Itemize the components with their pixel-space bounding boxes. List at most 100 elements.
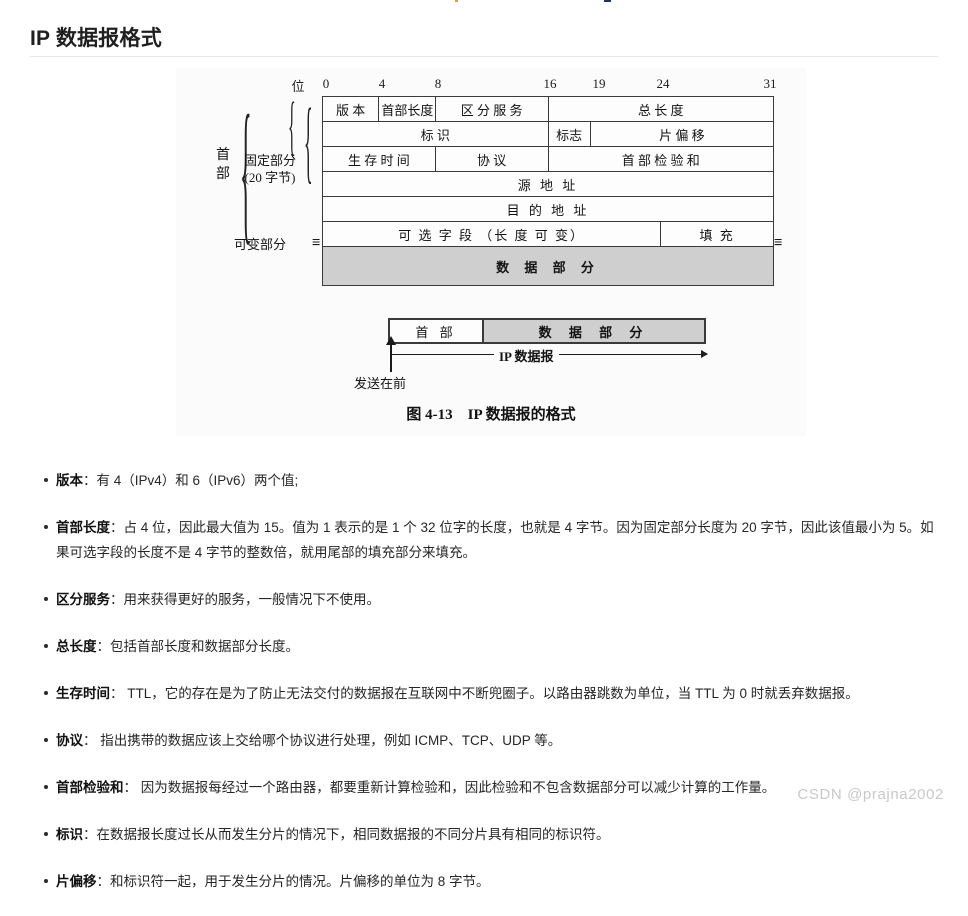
list-item-separator: ： — [110, 592, 124, 607]
bullet-dot-icon — [44, 597, 48, 601]
list-item: 区分服务：用来获得更好的服务，一般情况下不使用。 — [0, 587, 968, 612]
table-row-word5: 目 的 地 址 — [322, 196, 774, 222]
overview-data-segment: 数 据 部 分 — [484, 320, 704, 342]
field-dscp: 区 分 服 务 — [434, 96, 549, 122]
list-item-term: 片偏移 — [56, 874, 97, 889]
header-brace-icon: { — [240, 79, 252, 260]
variable-part-label: 可变部分 — [234, 237, 287, 252]
fixed-rows-brace-icon: { — [288, 90, 296, 164]
list-item-text: 包括首部长度和数据部分长度。 — [110, 639, 299, 654]
list-item-separator: ： — [83, 733, 97, 748]
list-item-text: 用来获得更好的服务，一般情况下不使用。 — [123, 592, 381, 607]
bullet-dot-icon — [44, 832, 48, 836]
list-item: 片偏移：和标识符一起，用于发生分片的情况。片偏移的单位为 8 字节。 — [0, 869, 968, 894]
bit-tick-24: 24 — [656, 76, 670, 91]
cutoff-fragment-left — [455, 0, 458, 2]
list-item-text: 有 4（IPv4）和 6（IPv6）两个值; — [96, 473, 299, 488]
list-item-term: 首部长度 — [56, 520, 110, 535]
datagram-overview-bar: 首 部 数 据 部 分 — [388, 318, 706, 344]
bit-tick-31: 31 — [763, 76, 777, 91]
field-flags: 标志 — [547, 121, 591, 147]
fixed-part-label-line2: (20 字节) — [244, 170, 296, 185]
send-first-arrow-icon — [386, 336, 396, 372]
field-source-address: 源 地 址 — [322, 171, 774, 197]
list-item: 协议： 指出携带的数据应该上交给哪个协议进行处理，例如 ICMP、TCP、UDP… — [0, 728, 968, 753]
datagram-span-label: IP 数据报 — [494, 346, 559, 365]
bullet-dot-icon — [44, 879, 48, 883]
list-item: 首部长度：占 4 位，因此最大值为 15。值为 1 表示的是 1 个 32 位字… — [0, 515, 968, 565]
bit-tick-19: 19 — [592, 76, 606, 91]
table-row-payload: 数 据 部 分 — [322, 246, 774, 286]
list-item-separator: ： — [96, 874, 111, 889]
page-title: IP 数据报格式 — [30, 27, 162, 50]
bit-axis-label: 位 — [291, 79, 305, 94]
bullet-dot-icon — [44, 785, 48, 789]
list-item-separator: ： — [96, 639, 111, 654]
bullet-dot-icon — [44, 525, 48, 529]
list-item-term: 标识 — [56, 827, 83, 842]
field-options: 可 选 字 段 （长 度 可 变） — [321, 221, 662, 247]
list-item: 标识：在数据报长度过长从而发生分片的情况下，相同数据报的不同分片具有相同的标识符… — [0, 822, 968, 847]
header-brace-label: 首部 — [216, 148, 230, 182]
top-cutoff-sliver — [0, 0, 968, 4]
list-item-text: 和标识符一起，用于发生分片的情况。片偏移的单位为 8 字节。 — [110, 874, 490, 889]
list-item-term: 协议 — [56, 733, 83, 748]
list-item-term: 总长度 — [56, 639, 97, 654]
field-protocol: 协 议 — [434, 146, 549, 172]
bullet-dot-icon — [44, 478, 48, 482]
ip-datagram-figure: 位 0 4 8 16 19 24 31 { { { 首部 固定部分 (20 字节… — [176, 68, 806, 436]
table-row-word4: 源 地 址 — [322, 171, 774, 197]
field-fragment-offset: 片 偏 移 — [589, 121, 775, 147]
list-item-term: 首部检验和 — [56, 780, 124, 795]
list-item-text: TTL，它的存在是为了防止无法交付的数据报在互联网中不断兜圈子。以路由器跳数为单… — [123, 686, 859, 701]
list-item-text: 在数据报长度过长从而发生分片的情况下，相同数据报的不同分片具有相同的标识符。 — [96, 827, 610, 842]
bullet-dot-icon — [44, 691, 48, 695]
field-header-checksum: 首 部 检 验 和 — [547, 146, 774, 172]
list-item-term: 区分服务 — [56, 592, 110, 607]
overview-header-segment: 首 部 — [390, 320, 484, 342]
table-row-word2: 标 识 标志 片 偏 移 — [322, 121, 775, 147]
field-identification: 标 识 — [322, 121, 549, 147]
list-item: 版本：有 4（IPv4）和 6（IPv6）两个值; — [0, 468, 968, 493]
bit-tick-8: 8 — [434, 76, 442, 91]
list-item-separator: ： — [83, 827, 97, 842]
field-data-part: 数 据 部 分 — [322, 246, 774, 286]
send-first-label: 发送在前 — [354, 376, 407, 391]
field-padding: 填 充 — [660, 221, 774, 247]
list-item: 总长度：包括首部长度和数据部分长度。 — [0, 634, 968, 659]
list-item-separator: ： — [83, 473, 97, 488]
field-destination-address: 目 的 地 址 — [322, 196, 774, 222]
table-row-options: 可 选 字 段 （长 度 可 变） 填 充 — [321, 221, 774, 247]
list-item-text: 因为数据报每经过一个路由器，都要重新计算检验和，因此检验和不包含数据部分可以减少… — [137, 780, 776, 795]
bit-tick-16: 16 — [543, 76, 557, 91]
list-item-text: 占 4 位，因此最大值为 15。值为 1 表示的是 1 个 32 位字的长度，也… — [56, 520, 934, 560]
table-row-word3: 生 存 时 间 协 议 首 部 检 验 和 — [322, 146, 774, 172]
figure-caption: 图 4-13 IP 数据报的格式 — [406, 407, 576, 423]
ip-header-field-table: 版 本 首部长度 区 分 服 务 总 长 度 标 识 标志 片 偏 移 生 存 … — [321, 96, 775, 286]
list-item-separator: ： — [110, 520, 124, 535]
field-header-length: 首部长度 — [378, 96, 436, 122]
table-row-word1: 版 本 首部长度 区 分 服 务 总 长 度 — [321, 96, 774, 122]
fixed-part-label: 固定部分 (20 字节) — [236, 152, 304, 186]
field-description-list: 版本：有 4（IPv4）和 6（IPv6）两个值; 首部长度：占 4 位，因此最… — [0, 468, 968, 916]
list-item-term: 生存时间 — [56, 686, 110, 701]
break-mark-left-icon: ≡ — [312, 235, 321, 251]
bullet-dot-icon — [44, 644, 48, 648]
bit-tick-4: 4 — [378, 76, 386, 91]
fixed-part-label-line1: 固定部分 — [243, 153, 296, 168]
cutoff-fragment-right — [604, 0, 611, 2]
title-divider — [30, 56, 938, 57]
list-item: 生存时间： TTL，它的存在是为了防止无法交付的数据报在互联网中不断兜圈子。以路… — [0, 681, 968, 706]
bullet-dot-icon — [44, 738, 48, 742]
bit-tick-0: 0 — [322, 76, 330, 91]
field-version: 版 本 — [321, 96, 380, 122]
fixed-part-brace-icon: { — [304, 93, 313, 195]
csdn-watermark: CSDN @prajna2002 — [797, 786, 944, 803]
field-total-length: 总 长 度 — [547, 96, 774, 122]
list-item-separator: ： — [110, 686, 124, 701]
list-item-separator: ： — [123, 780, 138, 795]
list-item: 首部检验和： 因为数据报每经过一个路由器，都要重新计算检验和，因此检验和不包含数… — [0, 775, 968, 800]
break-mark-right-icon: ≡ — [774, 235, 783, 251]
list-item-term: 版本 — [56, 473, 83, 488]
list-item-text: 指出携带的数据应该上交给哪个协议进行处理，例如 ICMP、TCP、UDP 等。 — [96, 733, 562, 748]
